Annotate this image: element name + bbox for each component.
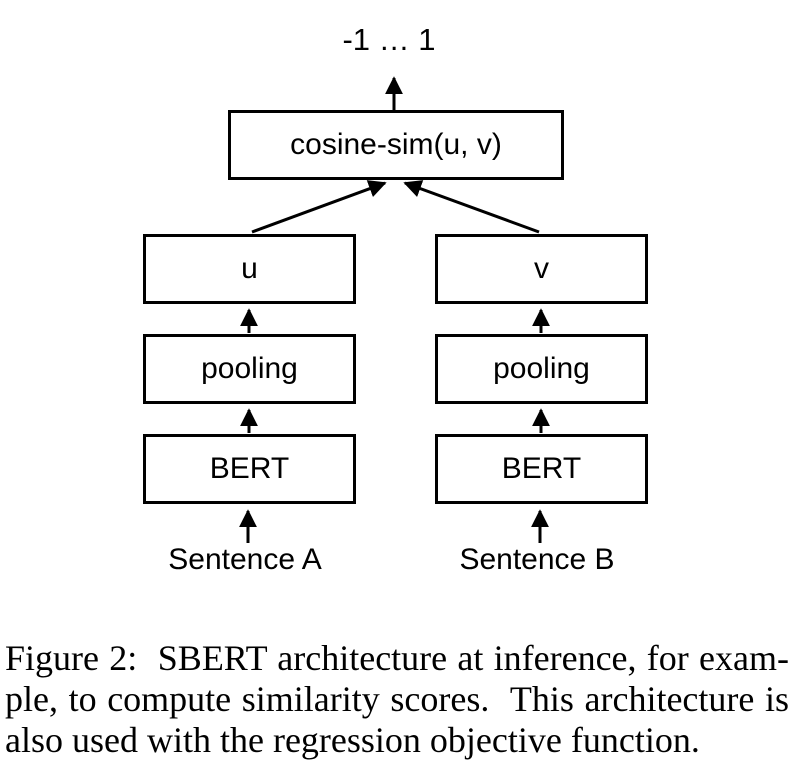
caption-line: ple, to compute similarity scores. This … bbox=[5, 679, 789, 719]
output-range-label: -1 … 1 bbox=[342, 22, 436, 57]
embedding-v-box: v bbox=[435, 234, 648, 304]
sbert-architecture-diagram: -1 … 1 cosine-sim(u, v) u v pooling pool… bbox=[143, 22, 648, 576]
cosine-similarity-box: cosine-sim(u, v) bbox=[228, 110, 564, 180]
bert-box-left: BERT bbox=[143, 434, 356, 504]
embedding-u-box: u bbox=[143, 234, 356, 304]
sentence-b-label: Sentence B bbox=[459, 543, 615, 576]
pooling-label-right: pooling bbox=[493, 352, 590, 385]
arrow-layer bbox=[239, 76, 550, 543]
pooling-label-left: pooling bbox=[201, 352, 298, 385]
figure-caption: Figure 2: SBERT architecture at inferenc… bbox=[5, 638, 789, 761]
embedding-u-label: u bbox=[241, 252, 258, 285]
bert-label-left: BERT bbox=[209, 452, 290, 485]
pooling-box-right: pooling bbox=[435, 334, 648, 404]
caption-line: also used with the regression objective … bbox=[5, 720, 700, 760]
caption-line: Figure 2: SBERT architecture at inferenc… bbox=[5, 638, 789, 678]
embedding-v-label: v bbox=[534, 252, 549, 285]
bert-box-right: BERT bbox=[435, 434, 648, 504]
bert-label-right: BERT bbox=[501, 452, 582, 485]
cosine-similarity-label: cosine-sim(u, v) bbox=[290, 128, 502, 161]
arrow-u-to-cosine-icon bbox=[251, 180, 387, 234]
sentence-a-label: Sentence A bbox=[168, 543, 322, 576]
arrow-v-to-cosine-icon bbox=[403, 180, 540, 234]
pooling-box-left: pooling bbox=[143, 334, 356, 404]
